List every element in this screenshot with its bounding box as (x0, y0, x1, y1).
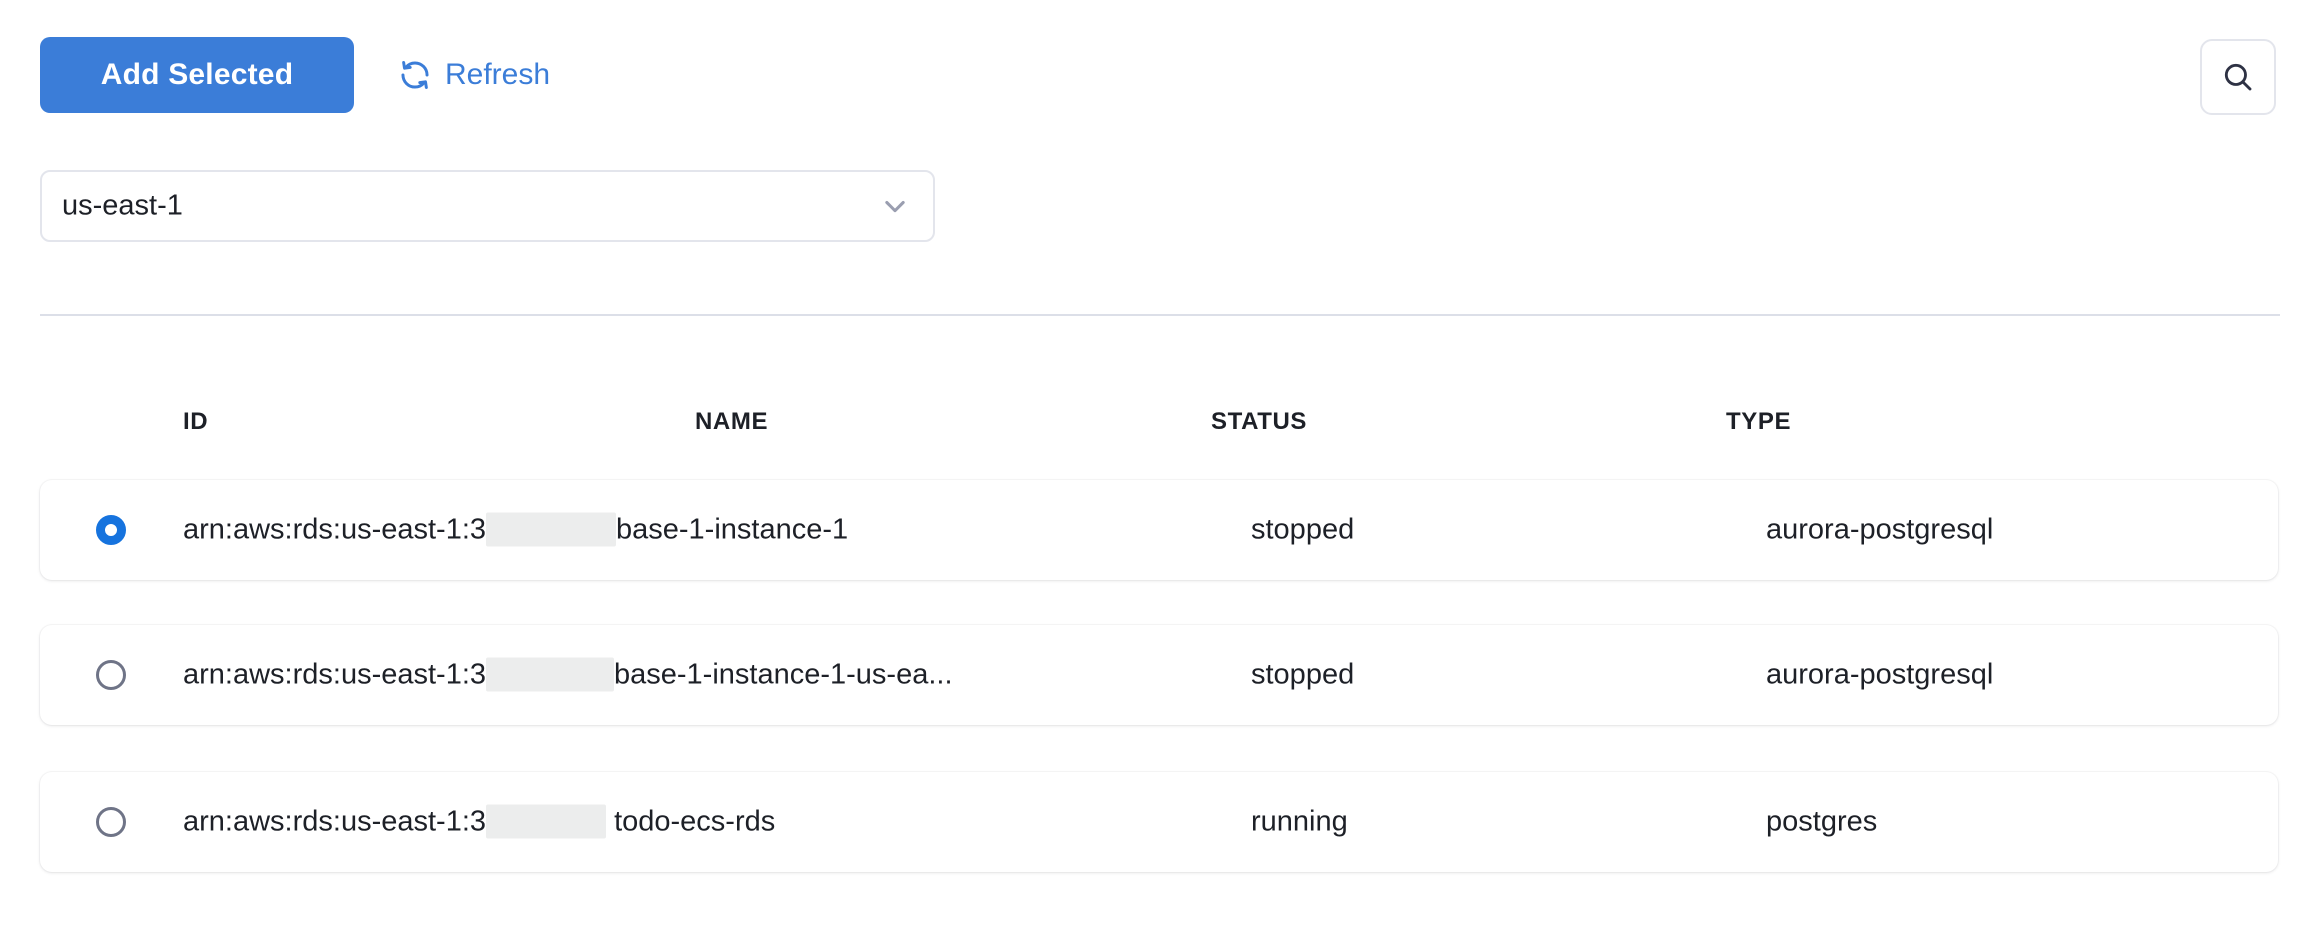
cell-type: aurora-postgresql (1766, 658, 1994, 691)
table-row[interactable]: arn:aws:rds:us-east-1:3 base-1-instance-1… (40, 625, 2278, 725)
section-divider (40, 314, 2280, 316)
cell-status: stopped (1251, 513, 1355, 546)
cell-id-prefix: arn:aws:rds:us-east-1:3 (183, 513, 487, 546)
search-button[interactable] (2200, 39, 2276, 115)
column-header-status: STATUS (1211, 408, 1308, 435)
chevron-down-icon (881, 192, 909, 220)
cell-id-suffix: base-1-instance-1-us-ea... (614, 658, 953, 691)
row-radio-button[interactable] (96, 660, 126, 690)
cell-type: aurora-postgresql (1766, 513, 1994, 546)
cell-id: arn:aws:rds:us-east-1:3 base-1-instance-1… (183, 657, 953, 692)
table-row[interactable]: arn:aws:rds:us-east-1:3 todo-ecs-rds runn… (40, 772, 2278, 872)
cell-id-prefix: arn:aws:rds:us-east-1:3 (183, 805, 487, 838)
cell-status: stopped (1251, 658, 1355, 691)
cell-id-prefix: arn:aws:rds:us-east-1:3 (183, 658, 487, 691)
table-header-row: ID NAME STATUS TYPE (0, 408, 2298, 454)
column-header-id: ID (183, 408, 209, 435)
row-radio-button[interactable] (96, 515, 126, 545)
refresh-button-label: Refresh (445, 58, 551, 91)
search-icon (2220, 59, 2256, 95)
column-header-type: TYPE (1726, 408, 1792, 435)
add-selected-button[interactable]: Add Selected (40, 37, 354, 113)
region-select-value: us-east-1 (62, 189, 183, 222)
cell-id-suffix: base-1-instance-1 (616, 513, 849, 546)
cell-id: arn:aws:rds:us-east-1:3 todo-ecs-rds (183, 804, 776, 839)
toolbar: Add Selected Refresh (0, 0, 2298, 150)
refresh-icon (398, 58, 432, 92)
cell-id-suffix: todo-ecs-rds (606, 805, 776, 838)
column-header-name: NAME (695, 408, 769, 435)
refresh-button[interactable]: Refresh (398, 47, 550, 103)
row-radio-button[interactable] (96, 807, 126, 837)
cell-status: running (1251, 805, 1348, 838)
cell-type: postgres (1766, 805, 1878, 838)
table-row[interactable]: arn:aws:rds:us-east-1:3 base-1-instance-1… (40, 480, 2278, 580)
cell-id: arn:aws:rds:us-east-1:3 base-1-instance-1 (183, 512, 849, 547)
region-select[interactable]: us-east-1 (40, 170, 935, 242)
